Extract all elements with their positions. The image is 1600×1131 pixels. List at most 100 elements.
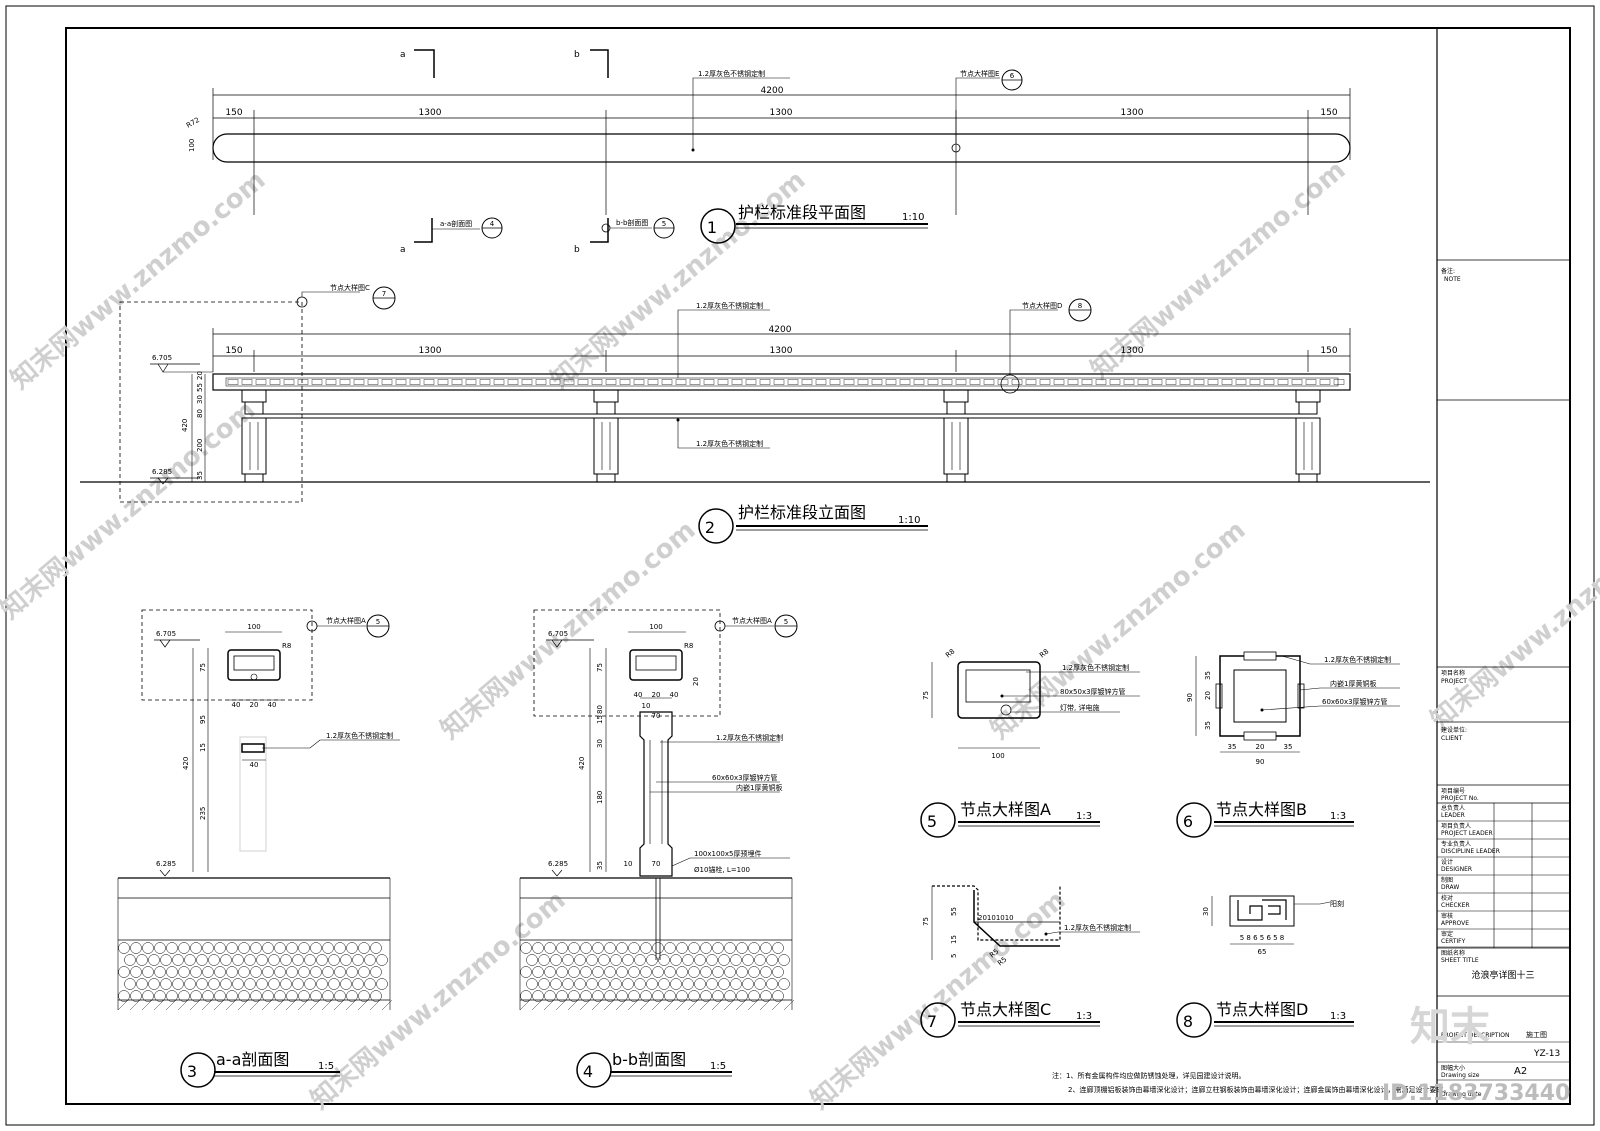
gravel-stone	[160, 954, 172, 966]
detail-note: 阳刻	[1330, 899, 1344, 908]
level-marker-bottom: 6.285	[150, 468, 200, 485]
detail-ref-label: 节点大样图C	[330, 283, 370, 292]
gravel-stone	[154, 990, 166, 1002]
pattern-cell	[423, 379, 435, 385]
gravel-stone	[652, 990, 664, 1002]
dim-radius: R72	[185, 116, 201, 130]
dim-10: 10	[642, 702, 651, 710]
gravel-stone	[304, 978, 316, 990]
tb-role-en: CERTIFY	[1441, 938, 1466, 945]
section-note: 100x100x5厚预埋件	[694, 849, 761, 858]
view-num: 2	[705, 518, 715, 537]
section-ref-num: 4	[490, 220, 495, 228]
pattern-cell	[829, 379, 841, 385]
elev-note: 1.2厚灰色不锈钢定制	[696, 301, 763, 310]
dim-35: 35	[1284, 743, 1293, 751]
pattern-cell	[1263, 379, 1275, 385]
section-ref-label: a-a剖面图	[440, 219, 472, 228]
dim-mid: 1300	[770, 346, 793, 356]
gravel-stone	[118, 942, 130, 954]
gravel-stone	[166, 966, 178, 978]
detail-note: 80x50x3厚镀锌方管	[1060, 687, 1126, 696]
gravel-stone	[172, 978, 184, 990]
gravel-stone	[280, 954, 292, 966]
tb-role-en: LEADER	[1441, 812, 1465, 819]
dim-radius: R8	[282, 642, 291, 650]
section-note: 1.2厚灰色不锈钢定制	[326, 731, 393, 740]
pattern-cell	[703, 379, 715, 385]
gravel-stone	[580, 966, 592, 978]
pattern-cell	[339, 379, 351, 385]
gravel-stone	[358, 966, 370, 978]
section-note: 60x60x3厚镀锌方管	[712, 773, 778, 782]
gravel-stone	[664, 990, 676, 1002]
section-letter: b	[574, 245, 580, 255]
rail-pattern-cells	[227, 379, 1345, 385]
gravel-stone	[256, 978, 268, 990]
tb-role-cn: 项目负责人	[1441, 822, 1471, 830]
gravel-stone	[124, 954, 136, 966]
gravel-stone	[202, 990, 214, 1002]
pattern-cell	[1123, 379, 1135, 385]
watermark-text: 知末网www.znzmo.com	[1425, 505, 1600, 735]
gravel-stone	[154, 966, 166, 978]
gravel-stone	[334, 990, 346, 1002]
tb-project-en: PROJECT	[1441, 678, 1467, 685]
gravel-stone	[376, 978, 388, 990]
gravel-stone	[358, 942, 370, 954]
gravel-stone	[670, 954, 682, 966]
gravel-stone	[646, 978, 658, 990]
pattern-cell	[269, 379, 281, 385]
gravel-stone	[634, 954, 646, 966]
gravel-stone	[580, 990, 592, 1002]
dim-height: 15	[950, 935, 958, 944]
view-title-sec-aa: 3 a-a剖面图 1:5	[180, 1050, 340, 1088]
gravel-stone	[550, 954, 562, 966]
gravel-stone	[520, 942, 532, 954]
tb-desc-val: 施工图	[1526, 1030, 1547, 1039]
elev-note: 1.2厚灰色不锈钢定制	[696, 439, 763, 448]
detail-note: 1.2厚灰色不锈钢定制	[1062, 663, 1129, 672]
pattern-cell	[1235, 379, 1247, 385]
pattern-cell	[437, 379, 449, 385]
gravel-stone	[556, 990, 568, 1002]
dim-mid: 1300	[1121, 108, 1144, 118]
gravel-stone	[178, 990, 190, 1002]
dim-20: 20	[652, 691, 661, 699]
pattern-cell	[759, 379, 771, 385]
gravel-stone	[700, 990, 712, 1002]
gravel-stone	[760, 942, 772, 954]
gravel-stone	[544, 966, 556, 978]
gravel-stone	[682, 978, 694, 990]
dim-height: 55	[196, 383, 204, 392]
pattern-cell	[969, 379, 981, 385]
detail-ref-label: 节点大样图A	[732, 616, 772, 625]
gravel-stone	[634, 978, 646, 990]
post	[241, 389, 267, 483]
gravel-stone	[298, 942, 310, 954]
detail-note: 60x60x3厚镀锌方管	[1322, 697, 1388, 706]
gravel-stone	[610, 954, 622, 966]
gravel-stone	[676, 990, 688, 1002]
tb-role-en: APPROVE	[1441, 920, 1469, 927]
dim-height: 30	[1202, 907, 1210, 916]
pattern-cell	[465, 379, 477, 385]
gravel-stone	[262, 990, 274, 1002]
dim-width: 100	[188, 139, 196, 152]
tb-size-val: A2	[1514, 1066, 1527, 1077]
gravel-stone	[754, 978, 766, 990]
gravel-stone	[130, 990, 142, 1002]
gravel-stone	[364, 978, 376, 990]
pattern-cell	[1305, 379, 1317, 385]
dim-height: 420	[182, 757, 190, 770]
gravel-stone	[562, 954, 574, 966]
pattern-cell	[1011, 379, 1023, 385]
view-title: 护栏标准段立面图	[738, 503, 866, 522]
detail-ref-num: 7	[382, 290, 386, 298]
gravel-stone	[652, 942, 664, 954]
gravel-stone	[748, 990, 760, 1002]
dim-height: 35	[596, 861, 604, 870]
gravel-stone	[328, 954, 340, 966]
